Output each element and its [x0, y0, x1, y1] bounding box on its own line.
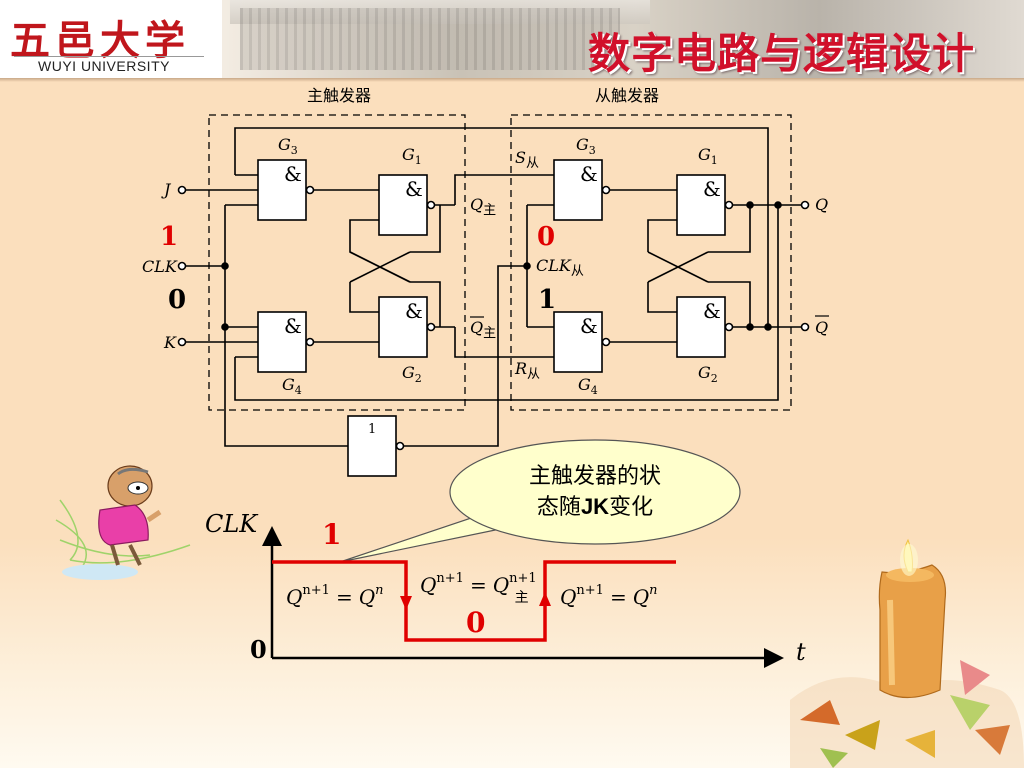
and-symbol: &: [284, 314, 302, 338]
bubble: [724, 322, 734, 332]
callout-bubble: [339, 439, 741, 563]
jk-master-slave-circuit: [177, 114, 810, 477]
svg-text:G4: G4: [282, 375, 302, 397]
svg-text:G1: G1: [402, 145, 422, 167]
waveform-x-label: t: [796, 638, 806, 666]
svg-text:G2: G2: [402, 363, 422, 385]
bubble: [305, 185, 315, 195]
clk-low-value: 0: [168, 285, 186, 315]
slave-gate-g2: [676, 296, 726, 358]
master-boundary: [208, 114, 466, 411]
bubble: [426, 322, 436, 332]
s-slave-label: S从: [515, 148, 539, 171]
cartoon-professor-illustration: [55, 465, 191, 580]
equation-right: Qn+1=Qn: [560, 583, 658, 609]
master-gate-g1: [378, 174, 428, 236]
waveform-low-label: 0: [466, 606, 485, 639]
and-symbol: &: [703, 177, 721, 201]
slave-label: 从触发器: [595, 86, 659, 105]
course-title: 数字电路与逻辑设计: [588, 29, 976, 78]
callout-line-2: 态随JK变化: [536, 494, 654, 520]
k-terminal: [177, 337, 187, 347]
rising-edge-arrow: [539, 592, 551, 606]
clk-label: CLK: [142, 257, 178, 276]
clk-slave-label: CLK从: [536, 256, 584, 279]
header-photo-building: [240, 8, 620, 70]
clk-terminal: [177, 261, 187, 271]
k-label: K: [163, 333, 177, 352]
slave-gate-g1: [676, 174, 726, 236]
j-terminal: [177, 185, 187, 195]
bubble: [426, 200, 436, 210]
slide-header: 五邑大学 WUYI UNIVERSITY 数字电路与逻辑设计: [0, 0, 1024, 78]
not-symbol: 1: [368, 422, 376, 437]
waveform-high-label: 1: [322, 518, 341, 551]
bubble: [395, 441, 405, 451]
svg-text:G1: G1: [698, 145, 718, 167]
callout-text: 主触发器的状 态随JK变化: [470, 462, 720, 523]
and-symbol: &: [284, 162, 302, 186]
and-symbol: &: [405, 177, 423, 201]
callout-line-1: 主触发器的状: [528, 464, 661, 489]
clk-signal-line: [272, 560, 676, 642]
qbar-main-label: Q主: [470, 318, 496, 341]
bubble: [724, 200, 734, 210]
candle-leaves-illustration: [790, 538, 1024, 768]
q-output-label: Q: [815, 195, 828, 214]
svg-text:G2: G2: [698, 363, 718, 385]
master-gate-g2: [378, 296, 428, 358]
svg-text:G4: G4: [578, 375, 598, 397]
slave-clk-high-value: 1: [538, 285, 556, 315]
bubble: [305, 337, 315, 347]
qbar-terminal: [800, 322, 810, 332]
bubble: [601, 337, 611, 347]
r-slave-label: R从: [514, 359, 540, 382]
bubble: [601, 185, 611, 195]
q-terminal: [800, 200, 810, 210]
and-symbol: &: [405, 299, 423, 323]
master-label: 主触发器: [307, 86, 371, 105]
clk-high-value: 1: [160, 222, 178, 252]
and-symbol: &: [580, 162, 598, 186]
svg-text:G3: G3: [278, 135, 298, 157]
j-label: J: [161, 180, 172, 199]
circuit-labels: 主触发器 从触发器 & & & & & & & & 1 G3 G1 G4 G2 …: [142, 86, 829, 437]
slave-clk-low-value: 0: [537, 222, 555, 252]
master-gate-g3: [257, 159, 307, 221]
header-photo-sky: [230, 0, 650, 24]
svg-text:G3: G3: [576, 135, 596, 157]
header-shadow: [0, 78, 1024, 82]
waveform-y-label: CLK: [205, 510, 259, 538]
qbar-output-label: Q: [815, 318, 828, 337]
falling-edge-arrow: [400, 596, 412, 610]
university-logo: 五邑大学 WUYI UNIVERSITY: [0, 0, 222, 78]
equation-left: Qn+1=Qn: [286, 583, 384, 609]
master-gate-g4: [257, 311, 307, 373]
logo-divider: [14, 56, 204, 57]
slave-boundary: [510, 114, 792, 411]
and-symbol: &: [580, 314, 598, 338]
not-gate: [347, 415, 397, 477]
q-main-label: Q主: [470, 195, 496, 218]
waveform-origin: 0: [250, 635, 267, 664]
and-symbol: &: [703, 299, 721, 323]
logo-english-name: WUYI UNIVERSITY: [38, 58, 170, 74]
